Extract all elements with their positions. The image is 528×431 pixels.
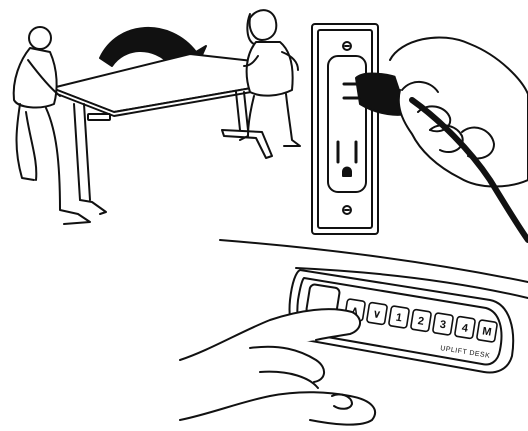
key-label: M bbox=[481, 325, 492, 338]
person-left-icon bbox=[14, 27, 90, 224]
key-p2-button[interactable]: 2 bbox=[411, 309, 432, 332]
key-p3-button[interactable]: 3 bbox=[433, 313, 454, 336]
key-mem-button[interactable]: M bbox=[477, 320, 498, 343]
hand-icon bbox=[390, 37, 528, 186]
plug-outlet-panel bbox=[312, 24, 528, 240]
person-right-icon bbox=[240, 10, 300, 146]
key-p4-button[interactable]: 4 bbox=[455, 316, 476, 339]
key-p1-button[interactable]: 1 bbox=[389, 306, 410, 329]
lifting-desk-panel bbox=[14, 10, 300, 224]
key-down[interactable]: ∨ bbox=[367, 302, 388, 325]
pressing-hand-icon bbox=[180, 309, 375, 424]
